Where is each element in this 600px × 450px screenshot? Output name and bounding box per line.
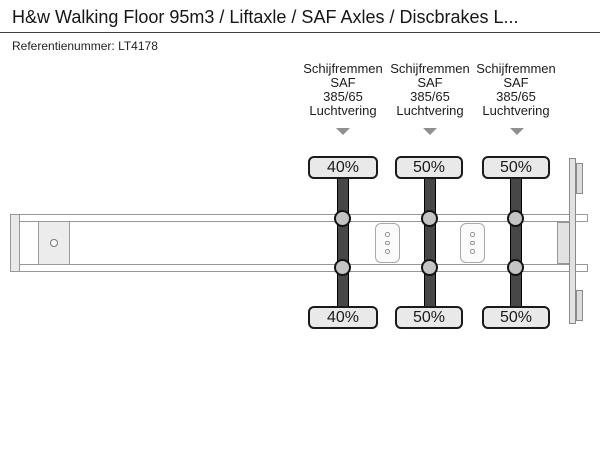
- axle3-load-bottom: 50%: [482, 306, 550, 329]
- axle2-bar: [424, 178, 436, 307]
- axle2-brakes: Schijfremmen: [390, 61, 470, 76]
- kingpin: [50, 239, 58, 247]
- chassis-front-cap: [10, 214, 20, 272]
- axle1-tyre-size: 385/65: [323, 89, 363, 104]
- axle2-hub-top: [421, 210, 438, 227]
- axle2-hub-bottom: [421, 259, 438, 276]
- rear-bumper-bar: [569, 158, 576, 324]
- reference-number: Referentienummer: LT4178: [12, 39, 158, 53]
- axle2-load-top: 50%: [395, 156, 463, 179]
- axle2-spec-label: Schijfremmen SAF 385/65 Luchtvering: [382, 62, 478, 118]
- arrow-down-icon: [336, 128, 350, 135]
- bolt-dot: [470, 232, 475, 237]
- axle3-load-top: 50%: [482, 156, 550, 179]
- axle3-bar: [510, 178, 522, 307]
- page-title: H&w Walking Floor 95m3 / Liftaxle / SAF …: [12, 7, 519, 27]
- axle2-suspension: Luchtvering: [396, 103, 464, 118]
- bolt-dot: [470, 240, 475, 246]
- axle1-load-top: 40%: [308, 156, 378, 179]
- bolt-dot: [385, 232, 390, 237]
- axle2-load-bottom: 50%: [395, 306, 463, 329]
- axle3-brakes: Schijfremmen: [476, 61, 556, 76]
- axle3-hub-bottom: [507, 259, 524, 276]
- kingpin-plate: [38, 221, 70, 265]
- axle1-hub-top: [334, 210, 351, 227]
- axle3-brand: SAF: [503, 75, 529, 90]
- chassis-rail-bottom: [10, 264, 588, 272]
- rear-light: [576, 163, 583, 194]
- cross-member: [375, 223, 400, 263]
- reference-label: Referentienummer:: [12, 39, 115, 53]
- axle3-spec-label: Schijfremmen SAF 385/65 Luchtvering: [468, 62, 564, 118]
- bolt-dot: [385, 249, 390, 254]
- reference-value: LT4178: [118, 39, 158, 53]
- axle3-suspension: Luchtvering: [482, 103, 550, 118]
- axle3-tyre-size: 385/65: [496, 89, 536, 104]
- arrow-down-icon: [423, 128, 437, 135]
- rear-light: [576, 290, 583, 321]
- bolt-dot: [385, 240, 390, 246]
- title-divider: [0, 32, 600, 33]
- axle1-load-bottom: 40%: [308, 306, 378, 329]
- axle1-spec-label: Schijfremmen SAF 385/65 Luchtvering: [295, 62, 391, 118]
- axle1-suspension: Luchtvering: [309, 103, 377, 118]
- axle1-brand: SAF: [330, 75, 356, 90]
- arrow-down-icon: [510, 128, 524, 135]
- cross-member: [460, 223, 485, 263]
- axle1-hub-bottom: [334, 259, 351, 276]
- axle1-bar: [337, 178, 349, 307]
- axle3-hub-top: [507, 210, 524, 227]
- chassis-rail-top: [10, 214, 588, 222]
- bolt-dot: [470, 249, 475, 254]
- axle2-brand: SAF: [417, 75, 443, 90]
- axle1-brakes: Schijfremmen: [303, 61, 383, 76]
- axle2-tyre-size: 385/65: [410, 89, 450, 104]
